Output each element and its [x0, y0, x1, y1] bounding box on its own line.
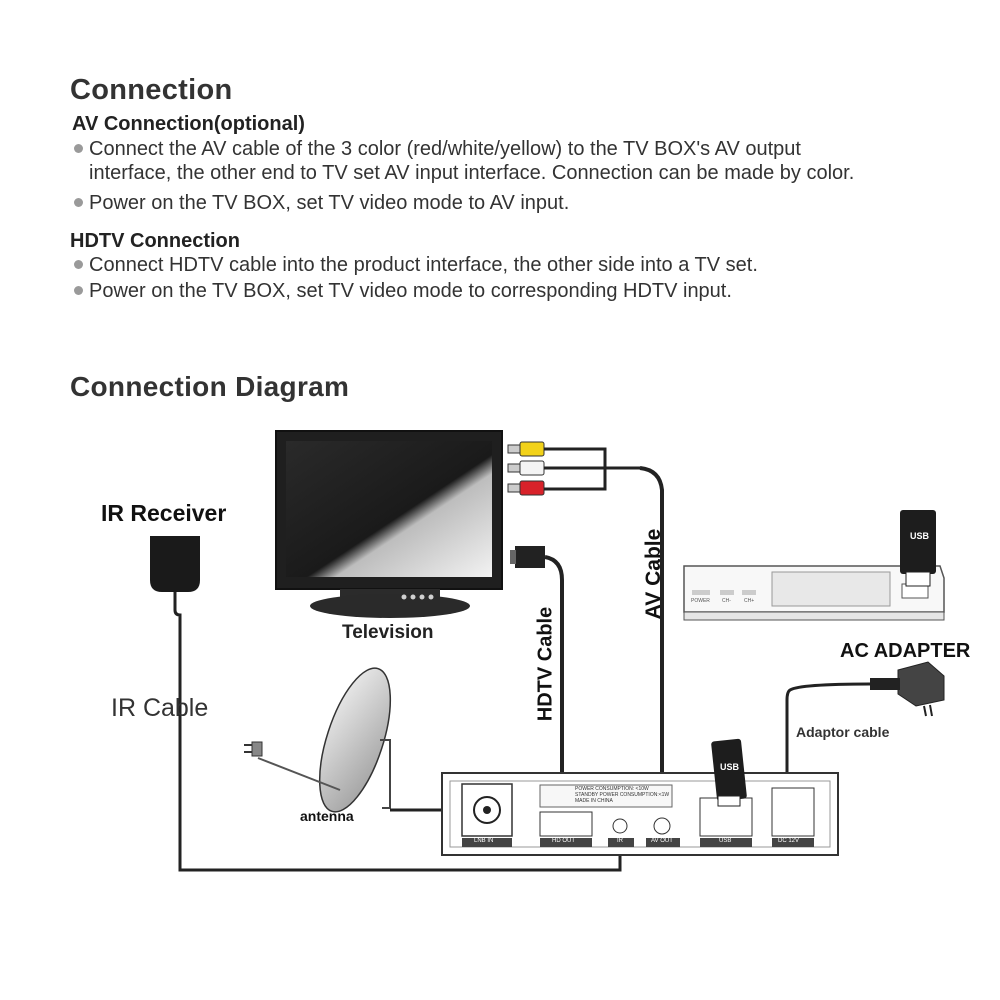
dc-port-label: DC 12V [778, 838, 800, 844]
power-consumption-label-1: POWER CONSUMPTION: <10W [575, 786, 649, 792]
av-out-label: AV OUT [651, 838, 673, 844]
usb-stick-front [900, 510, 936, 587]
av-cable-label: AV Cable [642, 528, 665, 620]
hdtv-bullet-2: Power on the TV BOX, set TV video mode t… [74, 279, 732, 303]
hdtv-bullet-2-text: Power on the TV BOX, set TV video mode t… [89, 280, 732, 302]
av-bullet-1: Connect the AV cable of the 3 color (red… [74, 137, 801, 161]
av-bullet-1-line-2: interface, the other end to TV set AV in… [89, 162, 855, 184]
bullet-dot-icon [74, 198, 83, 207]
tv-stand [310, 594, 470, 618]
ir-receiver-body [150, 536, 200, 592]
ir-receiver-label: IR Receiver [101, 500, 227, 526]
usb-front-label: USB [910, 531, 930, 541]
usb-port-label: USB [719, 838, 732, 844]
av-bullet-1-line-1: Connect the AV cable of the 3 color (red… [89, 138, 801, 160]
usb-back-label: USB [720, 762, 740, 772]
television [275, 430, 503, 618]
ac-adapter-label: AC ADAPTER [840, 640, 971, 662]
hdtv-connection-heading: HDTV Connection [70, 230, 240, 252]
adaptor-cable-line [785, 682, 871, 790]
hdtv-bullet-1-text: Connect HDTV cable into the product inte… [89, 254, 758, 276]
front-power-label: POWER [691, 598, 710, 604]
av-cable-line [639, 466, 664, 790]
page-title: Connection [70, 74, 233, 106]
front-ch-plus-label: CH+ [744, 598, 755, 604]
set-top-box-back [441, 772, 839, 856]
av-bullet-2-text: Power on the TV BOX, set TV video mode t… [89, 192, 570, 214]
power-consumption-label-2: STANDBY POWER CONSUMPTION:<1W [575, 792, 670, 798]
antenna-label: antenna [300, 808, 354, 824]
lnb-in-label: LNB IN [474, 838, 494, 844]
ir-cable-label: IR Cable [111, 694, 209, 722]
rca-white-plug [519, 460, 545, 476]
front-ch-minus-label: CH- [722, 598, 731, 604]
av-bullet-2: Power on the TV BOX, set TV video mode t… [74, 191, 569, 215]
tv-buttons [401, 594, 434, 600]
hd-out-label: HD OUT [552, 838, 575, 844]
ir-port-label: IR [617, 838, 623, 844]
bullet-dot-icon [74, 144, 83, 153]
made-in-label: MADE IN CHINA [575, 798, 613, 804]
bullet-dot-icon [74, 260, 83, 269]
usb-stick-back [711, 738, 747, 807]
dish [318, 667, 392, 813]
set-top-box-front [683, 565, 945, 621]
rca-yellow-plug [519, 441, 545, 457]
hdtv-cable-line [544, 555, 564, 780]
television-label: Television [342, 622, 434, 643]
hdtv-cable-label: HDTV Cable [534, 606, 557, 722]
diagram-title: Connection Diagram [70, 371, 350, 402]
av-connection-heading: AV Connection(optional) [72, 113, 305, 135]
hdmi-plug-tv [515, 546, 545, 568]
rca-plugs [507, 441, 640, 496]
ir-cable-line [173, 592, 622, 872]
bullet-dot-icon [74, 286, 83, 295]
adaptor-cable-label: Adaptor cable [796, 724, 890, 740]
rca-red-plug [519, 480, 545, 496]
hdtv-bullet-1: Connect HDTV cable into the product inte… [74, 253, 758, 277]
tv-screen [286, 441, 492, 577]
